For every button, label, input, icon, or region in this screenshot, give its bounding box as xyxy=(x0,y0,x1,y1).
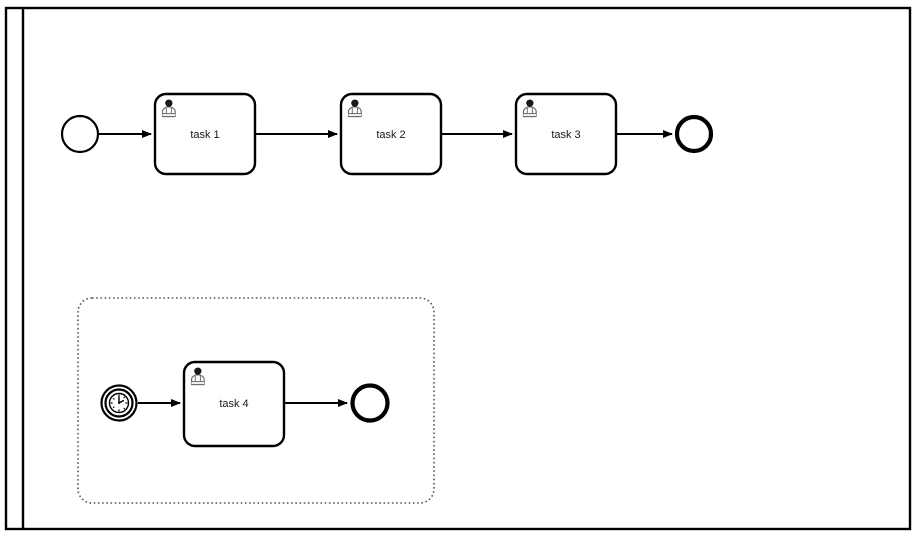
event-subprocess[interactable]: task 4 xyxy=(77,297,435,504)
task-1-label: task 1 xyxy=(190,129,219,141)
task-3-label: task 3 xyxy=(551,129,580,141)
task-1-box[interactable] xyxy=(153,92,257,176)
task-4[interactable]: task 4 xyxy=(182,360,286,448)
task-2[interactable]: task 2 xyxy=(339,92,443,176)
task-2-label: task 2 xyxy=(376,129,405,141)
subprocess-end-event-circle[interactable] xyxy=(350,383,390,423)
end-event[interactable] xyxy=(674,114,714,154)
task-4-box[interactable] xyxy=(182,360,286,448)
task-4-label: task 4 xyxy=(219,398,248,410)
start-event-circle[interactable] xyxy=(60,114,100,154)
task-3[interactable]: task 3 xyxy=(514,92,618,176)
task-2-box[interactable] xyxy=(339,92,443,176)
task-3-box[interactable] xyxy=(514,92,618,176)
task-1[interactable]: task 1 xyxy=(153,92,257,176)
clock-icon xyxy=(108,392,130,414)
end-event-circle[interactable] xyxy=(674,114,714,154)
start-event[interactable] xyxy=(60,114,100,154)
subprocess-end-event[interactable] xyxy=(350,383,390,423)
timer-start-event[interactable] xyxy=(100,384,138,422)
